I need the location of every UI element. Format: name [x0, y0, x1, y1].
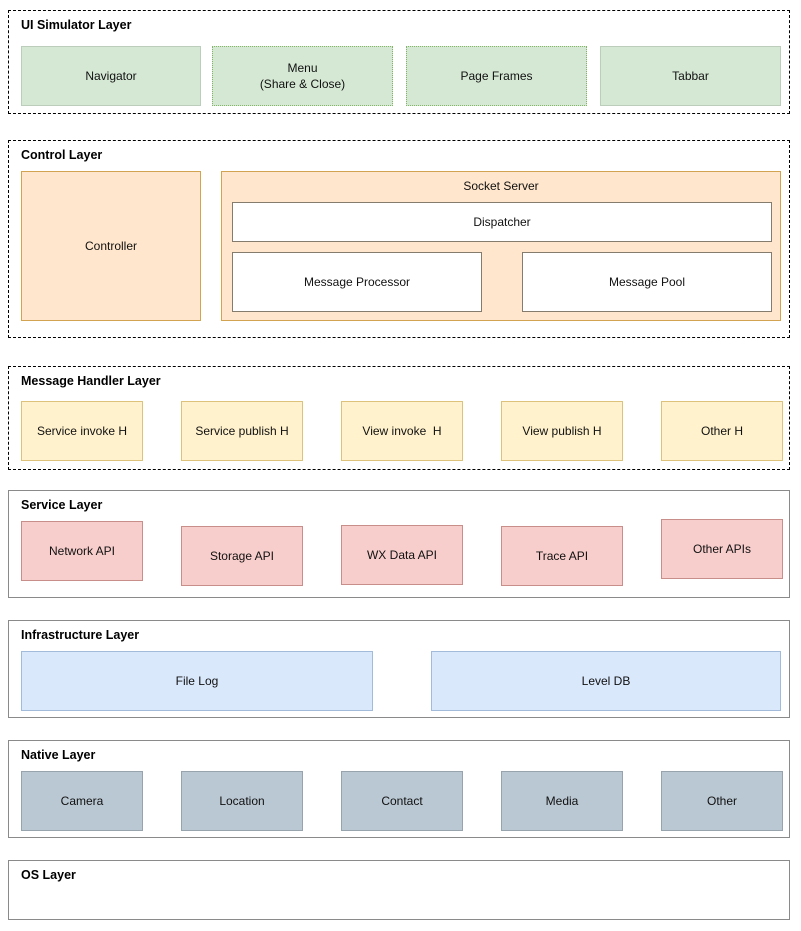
box-controller: Controller [21, 171, 201, 321]
layer-native: Native Layer Camera Location Contact Med… [8, 740, 790, 838]
layer-title-message-handler: Message Handler Layer [21, 374, 161, 388]
layer-title-os: OS Layer [21, 868, 76, 882]
layer-ui-simulator: UI Simulator Layer Navigator Menu (Share… [8, 10, 790, 114]
box-view-invoke-h: View invoke H [341, 401, 463, 461]
box-service-publish-h: Service publish H [181, 401, 303, 461]
socket-server-label: Socket Server [463, 179, 539, 193]
box-wx-data-api: WX Data API [341, 525, 463, 585]
box-menu: Menu (Share & Close) [212, 46, 393, 106]
box-dispatcher: Dispatcher [232, 202, 772, 242]
box-network-api: Network API [21, 521, 143, 581]
box-camera: Camera [21, 771, 143, 831]
box-page-frames: Page Frames [406, 46, 587, 106]
box-file-log: File Log [21, 651, 373, 711]
layer-title-native: Native Layer [21, 748, 96, 762]
box-trace-api: Trace API [501, 526, 623, 586]
layer-title-ui-simulator: UI Simulator Layer [21, 18, 132, 32]
layer-title-control: Control Layer [21, 148, 103, 162]
layer-control: Control Layer Controller Socket Server D… [8, 140, 790, 338]
box-media: Media [501, 771, 623, 831]
box-contact: Contact [341, 771, 463, 831]
box-location: Location [181, 771, 303, 831]
layer-infrastructure: Infrastructure Layer File Log Level DB [8, 620, 790, 718]
box-other-apis: Other APIs [661, 519, 783, 579]
box-tabbar: Tabbar [600, 46, 781, 106]
box-level-db: Level DB [431, 651, 781, 711]
layer-message-handler: Message Handler Layer Service invoke H S… [8, 366, 790, 470]
box-socket-server: Socket Server Dispatcher Message Process… [221, 171, 781, 321]
box-other: Other [661, 771, 783, 831]
box-service-invoke-h: Service invoke H [21, 401, 143, 461]
box-view-publish-h: View publish H [501, 401, 623, 461]
box-message-processor: Message Processor [232, 252, 482, 312]
layer-os: OS Layer [8, 860, 790, 920]
box-storage-api: Storage API [181, 526, 303, 586]
layer-title-infrastructure: Infrastructure Layer [21, 628, 140, 642]
box-navigator: Navigator [21, 46, 201, 106]
box-other-h: Other H [661, 401, 783, 461]
box-message-pool: Message Pool [522, 252, 772, 312]
layer-service: Service Layer Network API Storage API WX… [8, 490, 790, 598]
layer-title-service: Service Layer [21, 498, 103, 512]
